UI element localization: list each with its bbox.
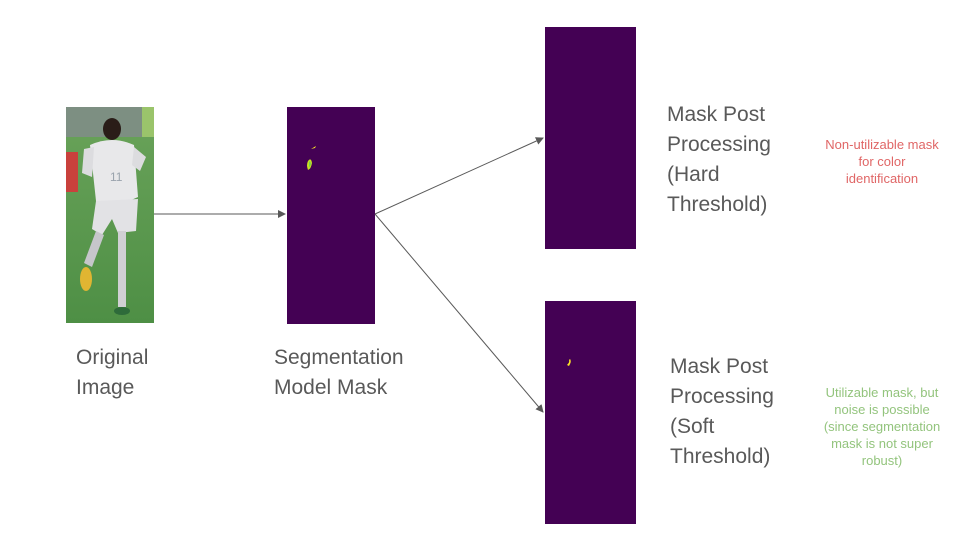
arrow-segmentation-to-hard: [374, 137, 544, 215]
label-segmentation-mask: Segmentation Model Mask: [274, 346, 404, 399]
mask-blobs: [307, 146, 316, 170]
label-hard-threshold: Mask Post Processing (Hard Threshold): [667, 103, 771, 216]
segmentation-mask: [287, 107, 375, 324]
svg-text:11: 11: [110, 170, 123, 184]
hard-threshold-mask: [545, 27, 636, 249]
note-soft-threshold: Utilizable mask, but noise is possible (…: [823, 385, 941, 468]
arrow-segmentation-to-soft: [374, 213, 544, 413]
label-original-image: Original Image: [76, 346, 149, 399]
soft-mask-blob: [567, 359, 571, 366]
original-image: 11: [66, 107, 154, 323]
note-hard-threshold: Non-utilizable mask for color identifica…: [825, 137, 939, 186]
label-soft-threshold: Mask Post Processing (Soft Threshold): [670, 355, 774, 468]
soft-threshold-mask: [545, 301, 636, 524]
player-photo: 11: [66, 107, 154, 323]
